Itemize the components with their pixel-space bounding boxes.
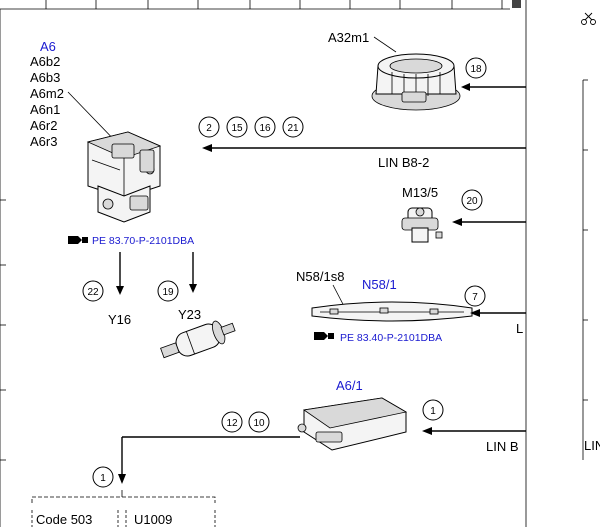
n58-1-group: N58/1s8 N58/1 7 L <box>296 269 526 336</box>
ref-a6-text: PE 83.70-P-2101DBA <box>92 235 194 247</box>
a6-heater-unit <box>86 131 162 223</box>
circle-21-num: 21 <box>287 123 299 134</box>
circle-21 <box>282 116 304 138</box>
code-503-label: Code 503 <box>36 512 92 527</box>
circle-7 <box>464 285 486 307</box>
y16-label: Y16 <box>108 312 131 327</box>
y23-branch: 19 Y23 <box>157 252 201 322</box>
m13-5-label: M13/5 <box>402 185 438 200</box>
lin-b-label: LIN B <box>486 439 519 454</box>
n58-1-control-panel <box>311 301 473 322</box>
scissors-icon <box>581 12 596 25</box>
a6-label-stack: A6 A6b2 A6b3 A6m2 A6n1 A6r2 A6r3 <box>30 39 123 149</box>
y23-valve <box>160 320 236 359</box>
circle-2-num: 2 <box>206 123 212 134</box>
code-boxes: Code 503 U1009 <box>31 490 216 527</box>
circle-18-num: 18 <box>470 64 482 75</box>
circle-15-num: 15 <box>231 123 243 134</box>
ref-n58-text: PE 83.40-P-2101DBA <box>340 332 442 344</box>
circle-10 <box>248 411 270 433</box>
circle-1-left <box>92 466 114 488</box>
right-page-edge: LIN <box>525 0 600 527</box>
a6n1-label: A6n1 <box>30 102 60 117</box>
y23-label: Y23 <box>178 307 201 322</box>
circle-20-num: 20 <box>466 196 478 207</box>
circle-22-num: 22 <box>87 287 99 298</box>
u1009-label: U1009 <box>134 512 172 527</box>
circle-1-left-num: 1 <box>100 473 106 484</box>
n58-1s8-label: N58/1s8 <box>296 269 344 284</box>
m13-5-group: M13/5 20 <box>401 185 526 243</box>
circle-16 <box>254 116 276 138</box>
top-frame <box>0 0 521 527</box>
l-edge-label: L <box>516 321 523 336</box>
n58-1-label: N58/1 <box>362 277 397 292</box>
a32m1-group: A32m1 18 <box>328 30 526 111</box>
book-pointer-icon <box>314 332 334 340</box>
circle-22 <box>82 280 104 302</box>
circle-20 <box>461 189 483 211</box>
circle-12-num: 12 <box>226 418 238 429</box>
circle-18 <box>465 57 487 79</box>
circle-16-num: 16 <box>259 123 271 134</box>
a6-label: A6 <box>40 39 56 54</box>
a6b2-label: A6b2 <box>30 54 60 69</box>
circle-7-num: 7 <box>472 292 478 303</box>
lin-edge-label: LIN <box>584 438 600 453</box>
lin-b8-2-line: 2 15 16 21 LIN B8-2 <box>198 116 526 170</box>
circle-1-right-num: 1 <box>430 406 436 417</box>
circle-10-num: 10 <box>253 418 265 429</box>
m13-5-pump <box>401 207 443 243</box>
circle-15 <box>226 116 248 138</box>
a6-1-control-unit <box>297 397 408 451</box>
circle-19 <box>157 280 179 302</box>
book-pointer-icon <box>68 236 88 244</box>
a6b3-label: A6b3 <box>30 70 60 85</box>
a6-1-group: A6/1 1 LIN B <box>297 378 526 454</box>
a32m1-actuator <box>371 53 461 111</box>
a6r3-label: A6r3 <box>30 134 57 149</box>
y16-branch: 22 Y16 <box>82 252 131 327</box>
circle-12 <box>221 411 243 433</box>
a6r2-label: A6r2 <box>30 118 57 133</box>
circle-19-num: 19 <box>162 287 174 298</box>
lin-b8-2-label: LIN B8-2 <box>378 155 429 170</box>
a6-1-label: A6/1 <box>336 378 363 393</box>
a6m2-label: A6m2 <box>30 86 64 101</box>
ref-a6: PE 83.70-P-2101DBA <box>68 235 194 247</box>
corner-marker <box>512 0 521 8</box>
circle-2 <box>198 116 220 138</box>
circle-1-right <box>422 399 444 421</box>
ref-n58: PE 83.40-P-2101DBA <box>314 332 442 344</box>
a6-1-left-branch: 12 10 1 <box>92 411 300 488</box>
a32m1-label: A32m1 <box>328 30 369 45</box>
